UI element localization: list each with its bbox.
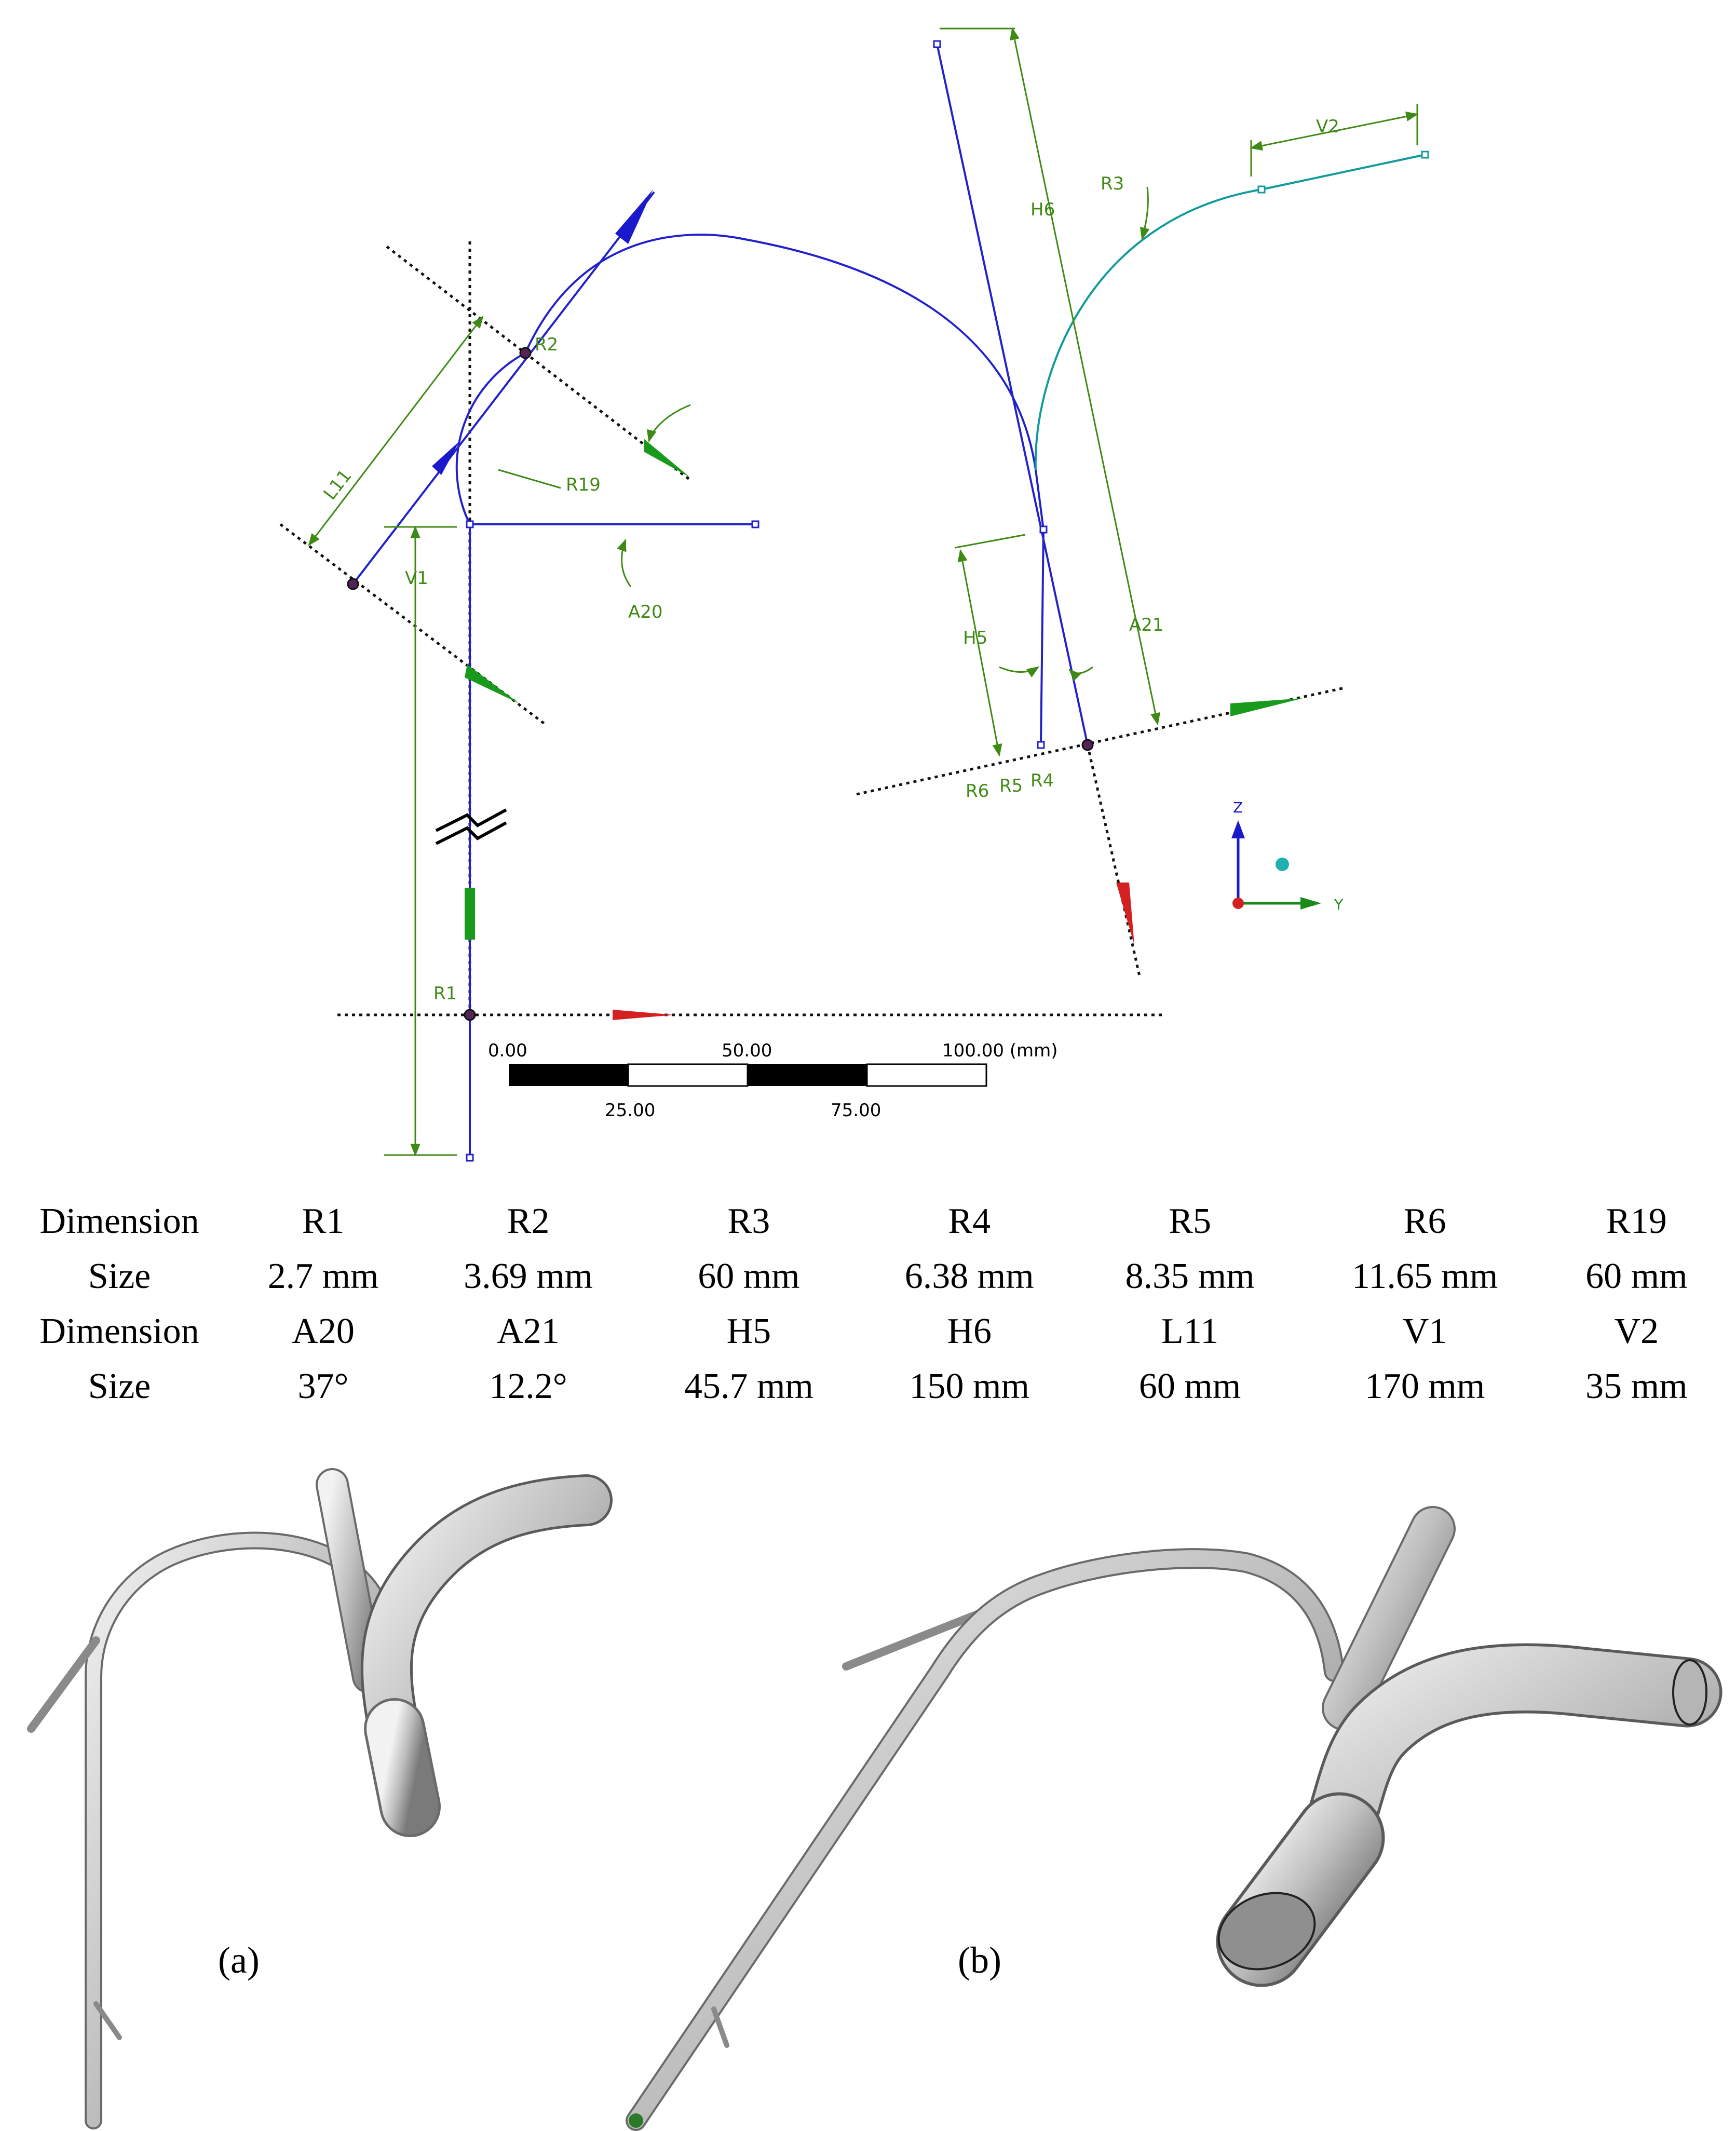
break-symbol (435, 808, 507, 845)
sketch-drawing: R2 R19 L11 V1 A20 R1 H6 R3 V2 H5 A21 R6 … (279, 27, 1429, 1162)
label-v1: V1 (405, 568, 428, 589)
table-row: Dimension A20 A21 H5 H6 L11 V1 V2 (10, 1304, 1724, 1359)
scale-label-75: 75.00 (831, 1100, 881, 1121)
axis-z-label: Z (1233, 799, 1243, 816)
table-cell: 3.69 mm (464, 1256, 593, 1296)
pipe-view-a (27, 1468, 613, 2129)
label-h6: H6 (1030, 199, 1055, 220)
scale-label-50: 50.00 (722, 1040, 772, 1061)
table-cell: 37° (297, 1366, 349, 1406)
table-cell: Size (88, 1256, 151, 1296)
table-cell: 45.7 mm (684, 1366, 813, 1406)
intersection-points (347, 347, 1094, 1021)
label-r2: R2 (535, 334, 558, 355)
scale-label-100: 100.00 (mm) (942, 1040, 1058, 1061)
sketch-vertices-cyan (1257, 151, 1429, 194)
table-cell: R3 (727, 1201, 770, 1241)
label-a21: A21 (1129, 615, 1164, 635)
view-label-a: (a) (218, 1939, 260, 1981)
label-a20: A20 (628, 602, 663, 622)
table-cell: R4 (948, 1201, 991, 1241)
label-r6: R6 (966, 781, 989, 802)
label-l11: L11 (320, 466, 356, 504)
table-cell: A20 (292, 1311, 355, 1351)
table-cell: R6 (1403, 1201, 1446, 1241)
label-h5: H5 (963, 628, 987, 648)
label-r5: R5 (999, 776, 1023, 796)
table-cell: Dimension (39, 1201, 199, 1241)
constraint-markers (465, 439, 1303, 1020)
scale-label-25: 25.00 (605, 1100, 655, 1121)
table-cell: 60 mm (698, 1256, 800, 1296)
table-cell: 60 mm (1138, 1366, 1241, 1406)
dimension-labels: R2 R19 L11 V1 A20 R1 H6 R3 V2 H5 A21 R6 … (320, 116, 1339, 1004)
table-cell: Dimension (39, 1311, 199, 1351)
table-cell: Size (88, 1366, 151, 1406)
table-cell: L11 (1161, 1311, 1219, 1351)
dimension-lines (308, 27, 1419, 1157)
table-cell: R5 (1169, 1201, 1211, 1241)
table-cell: A21 (497, 1311, 560, 1351)
construction-lines (279, 241, 1345, 1016)
sketch-vertices (466, 40, 1048, 1162)
table-cell: R19 (1606, 1201, 1667, 1241)
label-r3: R3 (1101, 173, 1124, 194)
table-row: Dimension R1 R2 R3 R4 R5 R6 R19 (10, 1194, 1724, 1249)
table-cell: 6.38 mm (904, 1256, 1034, 1296)
scale-bar: 0.00 50.00 100.00 (mm) 25.00 75.00 (488, 1040, 1058, 1121)
label-r1: R1 (433, 983, 457, 1004)
table-cell: V1 (1402, 1311, 1447, 1351)
table-cell: 170 mm (1364, 1366, 1485, 1406)
table-cell: 150 mm (909, 1366, 1029, 1406)
table-row: Size 2.7 mm 3.69 mm 60 mm 6.38 mm 8.35 m… (10, 1249, 1724, 1304)
table-row: Size 37° 12.2° 45.7 mm 150 mm 60 mm 170 … (10, 1359, 1724, 1414)
table-cell: 2.7 mm (267, 1256, 379, 1296)
table-cell: 60 mm (1585, 1256, 1688, 1296)
direction-arrows (432, 189, 653, 475)
label-r19: R19 (566, 474, 601, 495)
view-label-b: (b) (958, 1939, 1001, 1981)
table-cell: 35 mm (1585, 1366, 1688, 1406)
table-cell: 8.35 mm (1125, 1256, 1255, 1296)
table-cell: R1 (302, 1201, 345, 1241)
label-r4: R4 (1030, 770, 1054, 791)
dimension-table: Dimension R1 R2 R3 R4 R5 R6 R19 Size 2.7… (10, 1194, 1724, 1414)
table-cell: H5 (726, 1311, 771, 1351)
axis-triad: Z Y (1231, 799, 1344, 913)
sketch-geometry (352, 44, 1089, 1158)
table-cell: 11.65 mm (1351, 1256, 1498, 1296)
pipe-3d-views: (a) (b) (27, 1468, 1723, 2131)
table-cell: H6 (947, 1311, 992, 1351)
table-cell: 12.2° (489, 1366, 567, 1406)
table-cell: R2 (507, 1201, 550, 1241)
pipe-view-b (626, 1506, 1723, 2131)
label-v2: V2 (1316, 116, 1339, 137)
scale-label-0: 0.00 (488, 1040, 527, 1061)
table-cell: V2 (1614, 1311, 1659, 1351)
axis-y-label: Y (1334, 896, 1344, 913)
